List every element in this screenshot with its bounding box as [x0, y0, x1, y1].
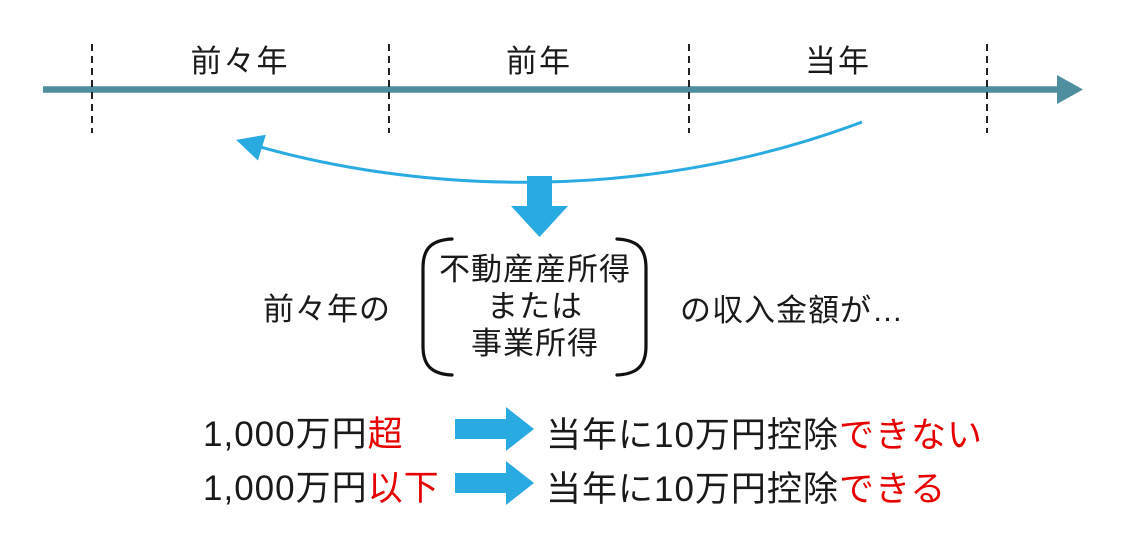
condition2-outcome: できる	[838, 470, 947, 509]
condition1-amount: 1,000万円超	[203, 406, 404, 457]
condition1-qualifier: 超	[367, 415, 404, 454]
bracket-left	[421, 237, 454, 377]
condition1-amount-value: 1,000万円	[203, 415, 368, 454]
condition2-amount-value: 1,000万円	[203, 469, 368, 508]
lookback-curve-arrow-icon	[236, 120, 863, 184]
right-arrow-icon-row2	[455, 461, 534, 505]
down-arrow-icon	[511, 176, 568, 237]
timeline-label-two-years-ago: 前々年	[190, 44, 290, 79]
timeline-arrowhead-icon	[1057, 75, 1083, 104]
income-types-bracket-text: 不動産産所得 または 事業所得	[439, 251, 631, 362]
condition2-qualifier: 以下	[367, 469, 440, 508]
income-type-real-estate: 不動産産所得	[439, 252, 631, 287]
middle-sentence-suffix: の収入金額が…	[680, 293, 904, 328]
income-type-or: または	[487, 289, 583, 324]
middle-sentence-prefix: 前々年の	[263, 292, 391, 327]
condition2-result-text: 当年に10万円控除	[546, 470, 839, 509]
timeline-label-current-year: 当年	[805, 44, 871, 79]
condition1-outcome: できない	[838, 416, 983, 455]
right-arrow-icon-row1	[455, 407, 534, 451]
condition1-result: 当年に10万円控除できない	[546, 407, 983, 458]
condition1-result-text: 当年に10万円控除	[546, 416, 839, 455]
bracket-right	[615, 237, 648, 377]
condition2-amount: 1,000万円以下	[203, 460, 440, 511]
condition2-result: 当年に10万円控除できる	[546, 461, 946, 512]
timeline-label-last-year: 前年	[506, 44, 572, 79]
income-type-business: 事業所得	[471, 326, 599, 361]
